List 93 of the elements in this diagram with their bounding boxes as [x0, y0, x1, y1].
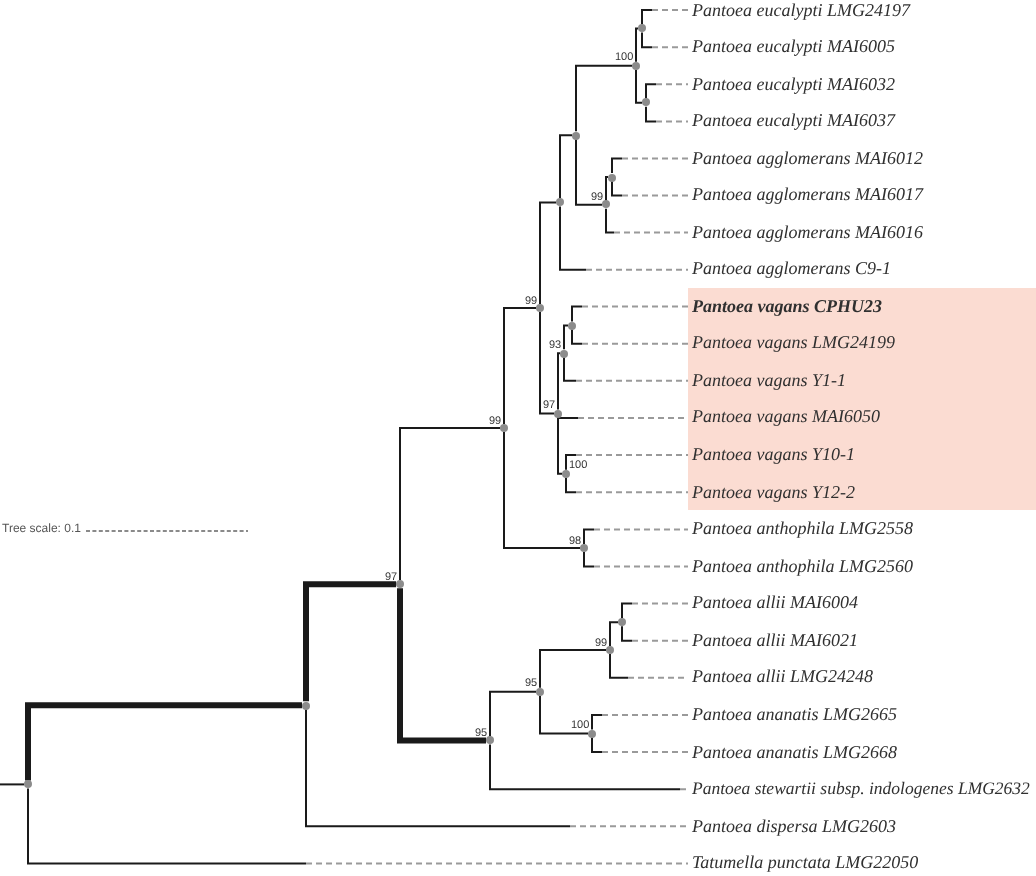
tree-branch [539, 694, 589, 735]
tree-branch [563, 356, 689, 382]
node-dot [24, 780, 32, 789]
node-dot [536, 687, 544, 696]
taxon-label: Pantoea eucalypti MAI6005 [692, 36, 895, 59]
tree-branch [605, 207, 689, 234]
node-dot [632, 61, 640, 70]
tree-branch [305, 708, 689, 828]
tree-branch [583, 551, 689, 568]
node-dot [302, 701, 310, 710]
tree-branch [609, 621, 619, 647]
tree-branch [0, 783, 25, 786]
node-dot [638, 24, 646, 33]
tree-branch [645, 83, 689, 100]
taxon-label: Pantoea agglomerans MAI6016 [692, 221, 923, 244]
tree-branch [605, 176, 609, 202]
tree-branch [591, 736, 689, 753]
node-dot [556, 198, 564, 207]
tree-branch [557, 352, 561, 411]
node-dot [536, 304, 544, 312]
node-dot [606, 646, 614, 654]
taxon-label: Pantoea eucalypti LMG24197 [692, 0, 910, 21]
tree-branch [583, 528, 689, 545]
tree-branch [571, 305, 689, 323]
taxon-label: Pantoea allii LMG24248 [692, 666, 873, 689]
tree-branch [489, 743, 689, 791]
taxon-label: Pantoea vagans Y10-1 [692, 444, 855, 467]
tree-branch [539, 311, 555, 415]
taxon-label: Pantoea eucalypti MAI6032 [692, 73, 895, 96]
tree-branch [399, 427, 501, 582]
tree-branch [565, 454, 689, 471]
taxon-label: Pantoea dispersa LMG2603 [692, 815, 896, 838]
tree-branch [503, 307, 537, 425]
taxon-label: Pantoea agglomerans MAI6017 [692, 184, 923, 207]
tree-branch [635, 68, 643, 104]
node-dot [588, 729, 596, 738]
node-dot [602, 200, 610, 209]
node-dot [562, 469, 570, 478]
node-dot [500, 424, 508, 432]
tree-branch [575, 64, 633, 133]
taxon-label: Pantoea ananatis LMG2668 [692, 741, 897, 763]
tree-branch [557, 416, 563, 475]
tree-branch [27, 787, 689, 865]
tree-branch [397, 588, 486, 744]
node-dot [396, 580, 404, 589]
taxon-label: Tatumella punctata LMG22050 [692, 852, 919, 875]
tree-branch [539, 201, 557, 305]
node-dot [568, 321, 576, 330]
taxon-label: Pantoea vagans MAI6050 [692, 406, 880, 429]
taxon-label: Pantoea allii MAI6004 [692, 592, 858, 615]
tree-branch [539, 649, 607, 689]
tree-branch [611, 180, 689, 197]
node-dot [580, 544, 588, 552]
taxon-label: Pantoea eucalypti MAI6037 [692, 110, 895, 133]
tree-branch [611, 157, 689, 174]
tree-branch [303, 581, 396, 702]
taxon-label: Pantoea vagans Y12-2 [692, 481, 855, 504]
tree-branch [571, 328, 689, 345]
node-dot [572, 131, 580, 140]
tree-branch [559, 205, 689, 271]
taxon-label: Pantoea vagans Y1-1 [692, 369, 846, 392]
tree-branch [641, 9, 689, 26]
tree-branch [503, 431, 581, 549]
tree-branch [559, 134, 573, 200]
node-dot [608, 173, 616, 181]
node-dot [554, 409, 562, 418]
tree-branch [641, 31, 689, 49]
tree-branch [635, 27, 639, 63]
node-dot [642, 98, 650, 107]
taxon-label: Pantoea anthophila LMG2558 [692, 518, 913, 541]
tree-branch [621, 625, 689, 642]
taxon-label: Pantoea anthophila LMG2560 [692, 555, 913, 578]
taxon-label: Pantoea stewartii subsp. indologenes LMG2632 [692, 778, 1030, 801]
taxon-label: Pantoea allii MAI6021 [692, 629, 858, 652]
taxon-label: Pantoea ananatis LMG2665 [692, 704, 897, 726]
node-dot [560, 349, 568, 358]
tree-branch [621, 602, 689, 620]
tree-branch [575, 138, 603, 206]
highlight-band [688, 288, 1036, 511]
tree-branch [565, 476, 689, 494]
node-dot [618, 618, 626, 627]
tree-branch [591, 714, 689, 731]
taxon-label: Pantoea vagans CPHU23 [692, 295, 883, 318]
taxon-label: Pantoea agglomerans MAI6012 [692, 147, 923, 170]
tree-branch [645, 105, 689, 123]
taxon-label: Pantoea vagans LMG24199 [692, 332, 895, 355]
tree-branch [489, 690, 537, 738]
node-dot [486, 736, 494, 745]
tree-branch [25, 702, 302, 781]
tree-branch [557, 416, 689, 419]
tree-branch [609, 653, 689, 679]
tree-branch [563, 324, 569, 351]
taxon-label: Pantoea agglomerans C9-1 [692, 258, 891, 281]
